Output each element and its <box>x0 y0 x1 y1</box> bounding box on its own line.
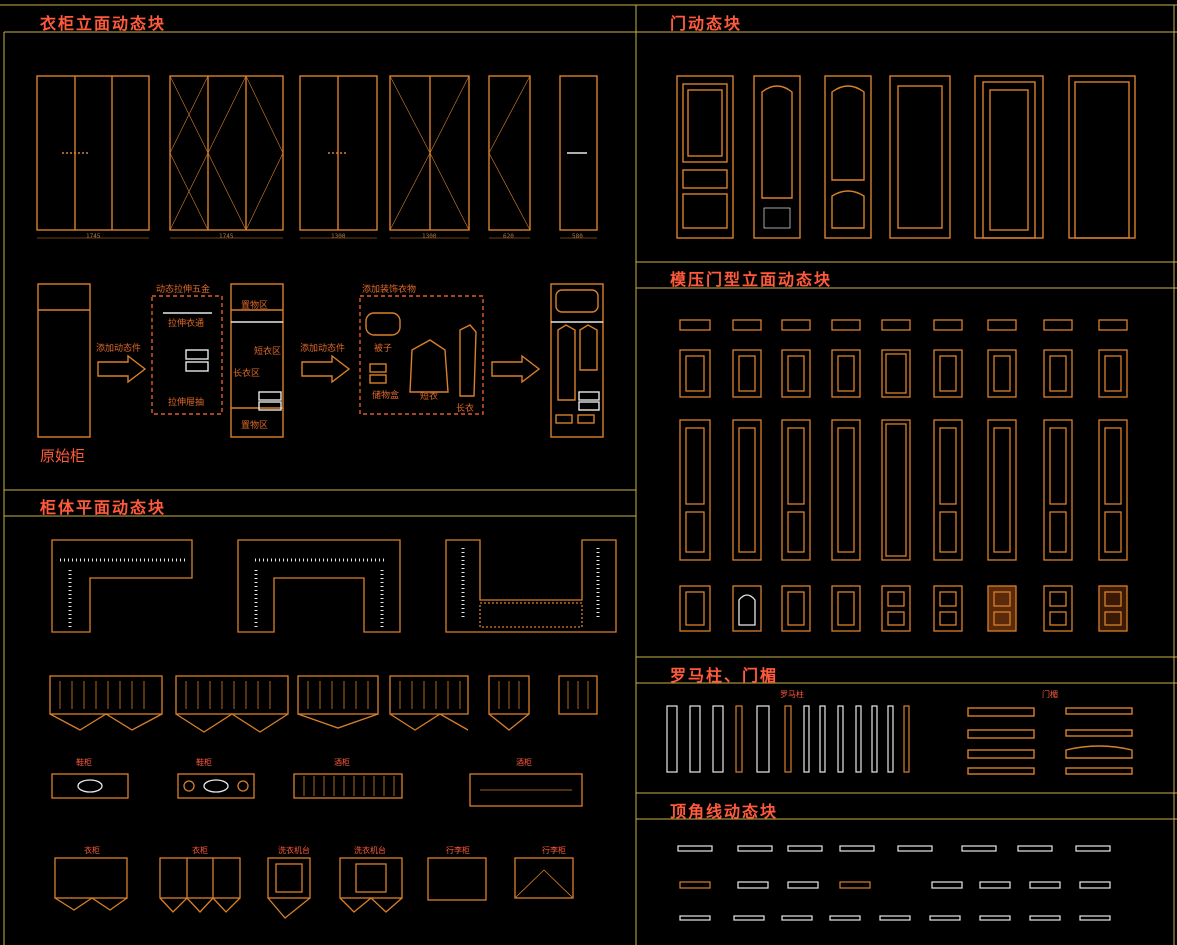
add-decor-label: 添加装饰衣物 <box>362 285 417 295</box>
pull-drawer-label: 拉伸屉抽 <box>168 398 205 408</box>
plan-label: 酒柜 <box>334 758 350 767</box>
plan-label: 洗衣机台 <box>278 846 310 855</box>
plan-label: 衣柜 <box>84 846 100 855</box>
wardrobe-elevations <box>36 75 598 239</box>
lintel-label: 门楣 <box>1042 690 1058 699</box>
section-title-cabinet-plan: 柜体平面动态块 <box>40 498 167 517</box>
door-blocks <box>676 75 1136 239</box>
long-zone-label: 长衣区 <box>233 369 261 379</box>
plan-label: 鞋柜 <box>196 758 212 767</box>
add-component-label-2: 添加动态件 <box>300 344 346 354</box>
section-frames <box>0 4 1177 945</box>
dim-label: 620 <box>503 233 514 240</box>
roman-column-label: 罗马柱 <box>780 690 804 699</box>
short-zone-label: 短衣区 <box>254 347 282 357</box>
plan-label: 行李柜 <box>446 846 470 855</box>
plan-label: 洗衣机台 <box>354 846 386 855</box>
short-coat-label: 短衣 <box>420 392 439 402</box>
dim-label: 1745 <box>86 233 101 240</box>
lintels <box>967 707 1133 775</box>
cabinet-plans <box>49 539 617 919</box>
quilt-label: 被子 <box>374 344 393 354</box>
plan-label: 酒柜 <box>516 758 532 767</box>
add-component-label: 添加动态件 <box>96 344 142 354</box>
plan-label: 行李柜 <box>542 846 566 855</box>
molded-door-panels <box>679 319 1128 632</box>
section-title-molded-door: 模压门型立面动态块 <box>670 270 833 289</box>
pull-rod-label: 拉伸衣通 <box>168 319 205 329</box>
roman-columns <box>666 705 910 773</box>
section-title-crown-molding: 顶角线动态块 <box>670 802 779 821</box>
storage-bottom-label: 置物区 <box>241 421 269 431</box>
long-coat-label: 长衣 <box>456 404 475 414</box>
wardrobe-process <box>37 283 604 438</box>
dim-label: 580 <box>572 233 583 240</box>
dim-label: 1300 <box>331 233 346 240</box>
dim-label: 1300 <box>422 233 437 240</box>
storage-box-label: 储物盒 <box>372 391 400 401</box>
section-title-wardrobe: 衣柜立面动态块 <box>40 14 167 33</box>
storage-top-label: 置物区 <box>241 301 269 311</box>
section-title-door: 门动态块 <box>670 14 743 33</box>
section-title-roman-column: 罗马柱、门楣 <box>670 666 779 685</box>
hardware-title: 动态拉伸五金 <box>156 285 211 295</box>
plan-label: 衣柜 <box>192 846 208 855</box>
original-cabinet-label: 原始柜 <box>40 447 86 465</box>
plan-label: 鞋柜 <box>76 758 92 767</box>
crown-moldings <box>677 845 1111 921</box>
dim-label: 1745 <box>219 233 234 240</box>
